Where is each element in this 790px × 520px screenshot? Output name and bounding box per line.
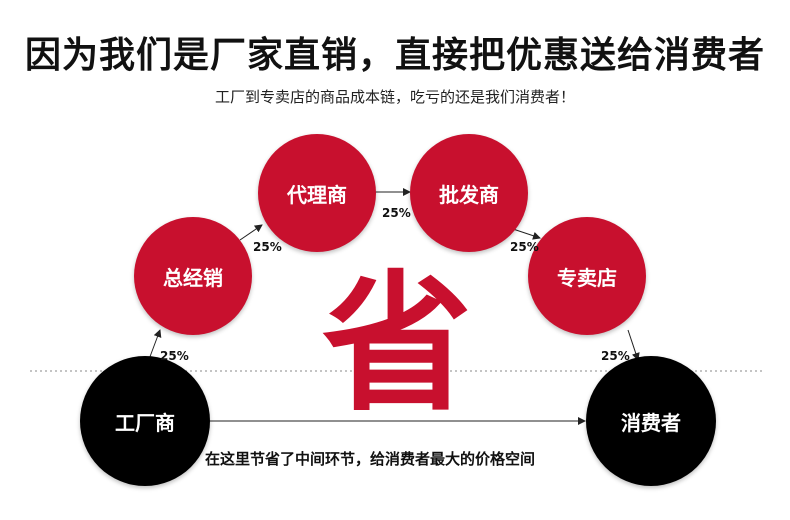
save-character: 省 <box>322 258 473 432</box>
page-title: 因为我们是厂家直销，直接把优惠送给消费者 <box>24 35 765 76</box>
markup-label: 25% <box>601 349 630 363</box>
node-consumer: 消费者 <box>586 356 716 486</box>
node-agent: 代理商 <box>258 134 376 252</box>
bottom-caption: 在这里节省了中间环节，给消费者最大的价格空间 <box>205 450 536 468</box>
arrow-general-agent <box>239 224 263 241</box>
node-wholesaler: 批发商 <box>410 134 528 252</box>
markup-label: 25% <box>253 240 282 254</box>
markup-label: 25% <box>382 206 411 220</box>
node-store: 专卖店 <box>528 217 646 335</box>
node-factory: 工厂商 <box>80 356 210 486</box>
arrow-store-consumer <box>627 329 640 361</box>
node-general-distributor: 总经销 <box>134 217 252 335</box>
page-subtitle: 工厂到专卖店的商品成本链，吃亏的还是我们消费者！ <box>214 88 575 106</box>
markup-label: 25% <box>160 349 189 363</box>
markup-label: 25% <box>510 240 539 254</box>
